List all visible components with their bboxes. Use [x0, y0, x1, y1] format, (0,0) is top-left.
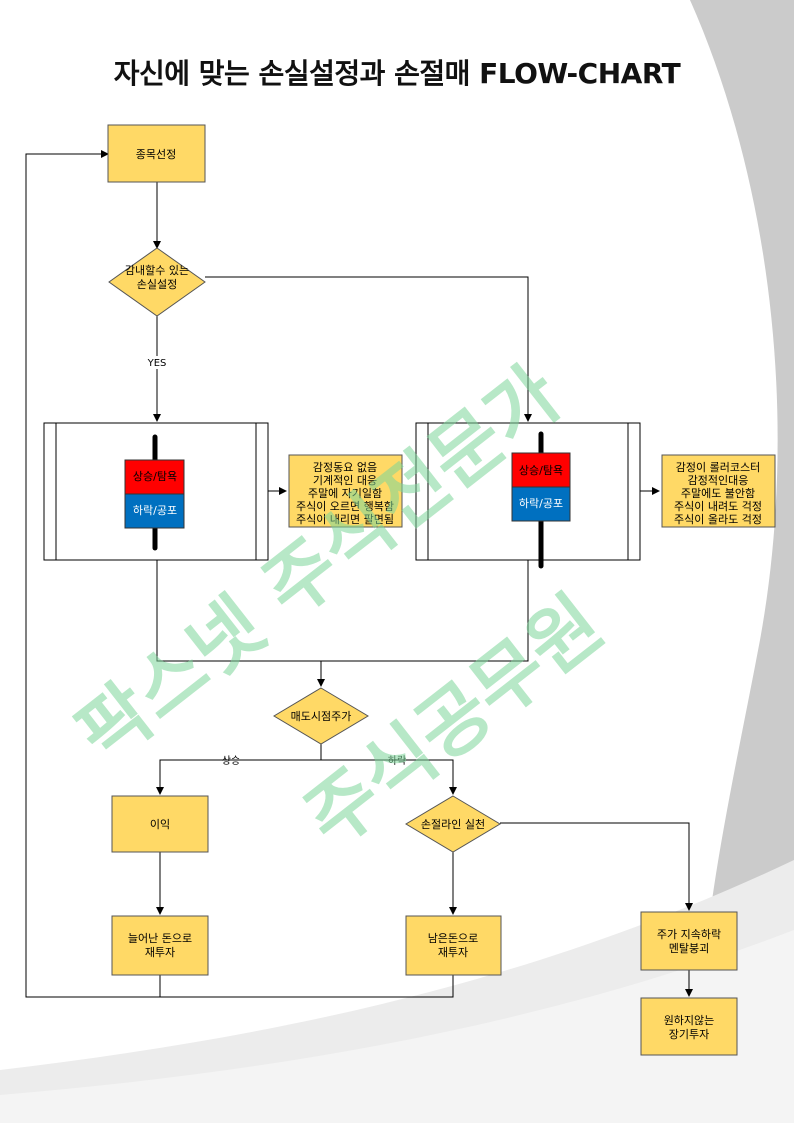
candle-left-up: [124, 459, 185, 495]
edge-right-down: [317, 560, 529, 687]
node-keep-falling-line1: 주가 지속하락: [657, 927, 721, 941]
node-reinvest-remaining-line1: 남은돈으로: [428, 932, 479, 945]
edge-down: [321, 759, 457, 795]
node-reinvest-profit-line2: 재투자: [145, 946, 175, 959]
process-box-right: [415, 422, 641, 561]
note-left-line2: 기계적인 대응: [313, 474, 377, 487]
node-long-term-line2: 장기투자: [669, 1028, 709, 1041]
edge-label-down: 하락: [388, 754, 406, 767]
node-stock-select-label: 종목선정: [136, 148, 176, 161]
candle-right-up: [511, 452, 571, 488]
candle-right-up-label: 상승/탐욕: [519, 464, 563, 477]
node-keep-falling: [640, 911, 738, 971]
note-right-line4: 주식이 내려도 걱정: [674, 500, 762, 513]
deco-bottom-swoosh-light: [0, 930, 794, 1123]
decision-tolerable-loss: [108, 247, 206, 317]
edge-stop-to-falling: [500, 822, 693, 911]
node-keep-falling-line2: 멘탈붕괴: [669, 942, 709, 955]
candle-right-down: [511, 486, 571, 522]
decision-tolerable-loss-line2: 손실설정: [137, 278, 177, 291]
note-right: [661, 454, 776, 528]
node-stock-select: [107, 124, 206, 183]
candle-left-down-label: 하락/공포: [133, 503, 177, 517]
decision-stoploss: [405, 795, 501, 853]
note-right-line2: 감정적인대응: [688, 474, 749, 487]
decision-sell-price-label: 매도시점주가: [291, 710, 352, 723]
note-left-line5: 주식이 내리면 팔면됨: [296, 513, 394, 526]
node-reinvest-remaining-line2: 재투자: [438, 946, 468, 959]
candle-left-down: [124, 493, 185, 529]
node-long-term: [640, 997, 738, 1056]
note-left-line3: 주말에 자기일함: [308, 486, 382, 500]
candle-right-down-label: 하락/공포: [519, 496, 563, 510]
node-reinvest-profit: [111, 915, 209, 976]
node-long-term-line1: 원하지않는: [664, 1013, 715, 1027]
edge-label-up: 상승: [222, 755, 240, 767]
node-profit: [111, 795, 209, 853]
note-left: [288, 454, 403, 528]
note-right-line3: 주말에도 불안함: [681, 487, 755, 500]
candle-left-up-label: 상승/탐욕: [133, 470, 177, 483]
edge-loop-back-2: [160, 975, 454, 998]
node-reinvest-remaining: [405, 915, 502, 976]
decision-stoploss-label: 손절라인 실천: [421, 817, 485, 831]
decision-tolerable-loss-line1: 감내할수 있는: [125, 264, 189, 277]
edge-left-down: [156, 560, 321, 662]
note-right-line1: 감정이 롤러코스터: [676, 461, 760, 474]
edge-loop-back: [25, 150, 161, 998]
edge-up: [156, 744, 322, 795]
page-title: 자신에 맞는 손실설정과 손절매 FLOW-CHART: [113, 57, 681, 90]
node-reinvest-profit-line1: 늘어난 돈으로: [128, 932, 192, 945]
edge-label-yes: YES: [147, 358, 167, 369]
edge-decision-to-right: [205, 276, 532, 422]
deco-right-band: [690, 0, 794, 1123]
node-profit-label: 이익: [150, 818, 170, 831]
decision-sell-price: [273, 687, 369, 745]
note-left-line4: 주식이 오르면 행복함: [296, 500, 394, 513]
note-right-line5: 주식이 올라도 걱정: [674, 513, 762, 526]
note-left-line1: 감정동요 없음: [313, 461, 377, 474]
